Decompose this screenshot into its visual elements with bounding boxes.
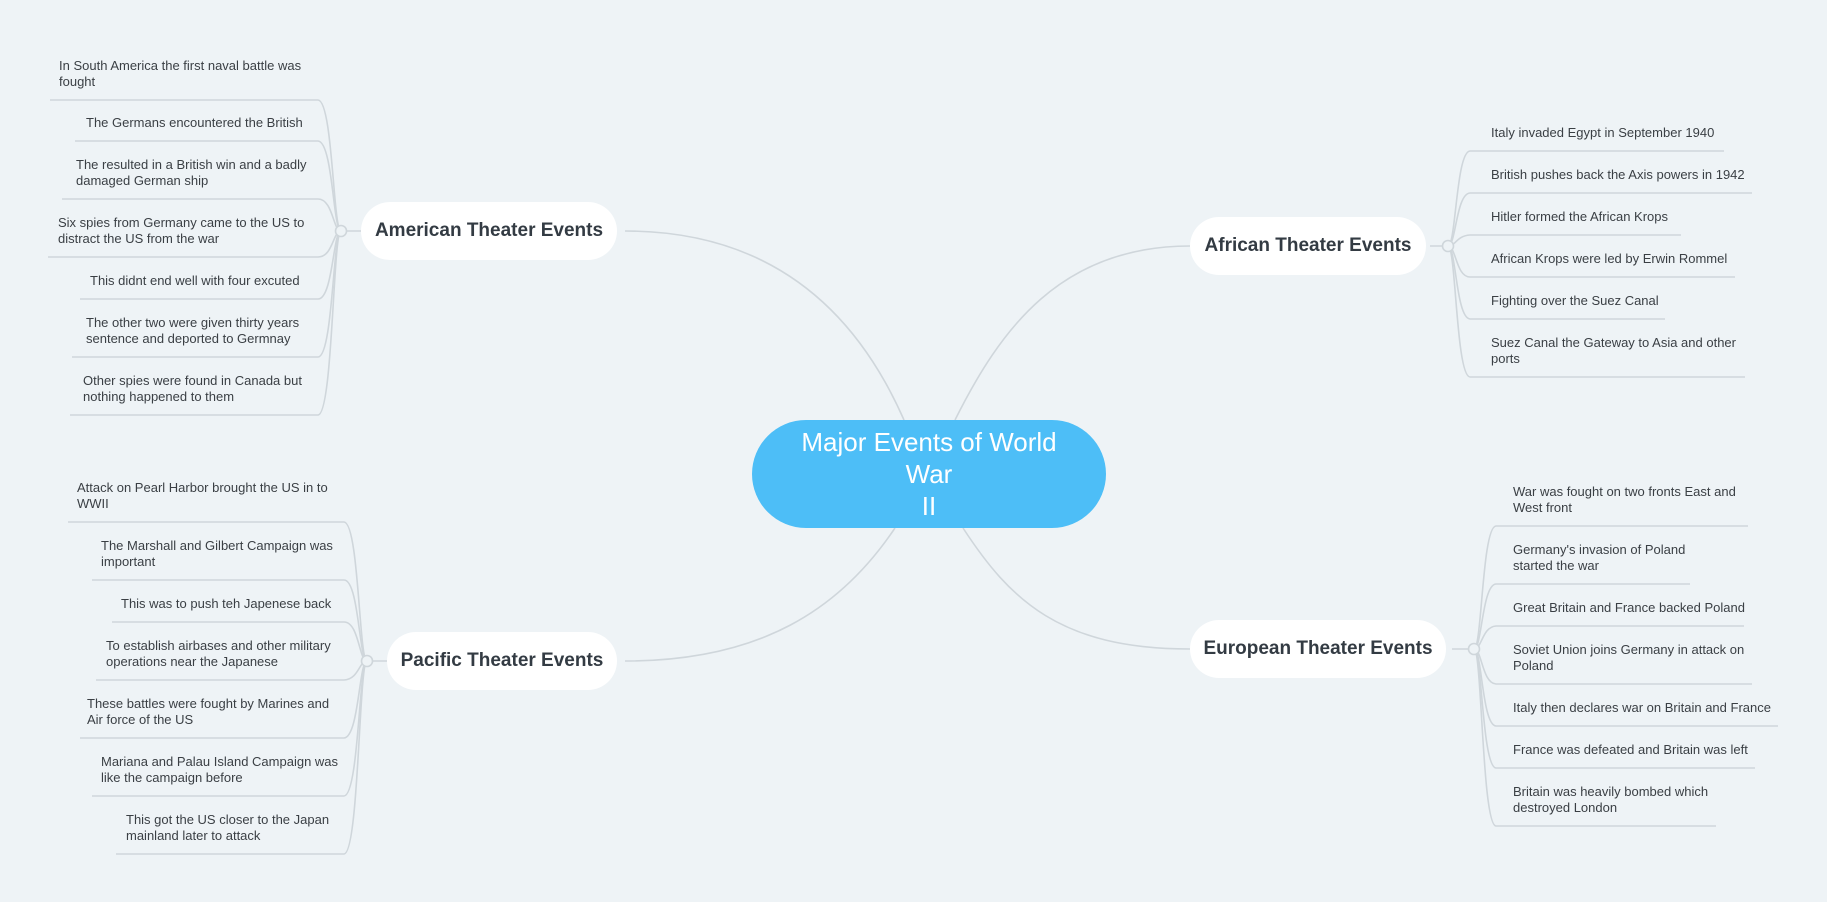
- leaf-african-5[interactable]: Fighting over the Suez Canal: [1491, 293, 1659, 308]
- branch-european-title: European Theater Events: [1203, 638, 1433, 659]
- branch-american[interactable]: American Theater Events: [361, 202, 617, 260]
- branch-american-title: American Theater Events: [374, 220, 604, 241]
- leaf-european-2[interactable]: Germany's invasion of Poland started the…: [1513, 542, 1686, 573]
- leaf-european-7[interactable]: Britain was heavily bombed which destroy…: [1513, 784, 1709, 815]
- leaf-pacific-2[interactable]: The Marshall and Gilbert Campaign was im…: [101, 538, 333, 569]
- branch-african-title: African Theater Events: [1204, 235, 1412, 256]
- branch-european[interactable]: European Theater Events: [1190, 620, 1446, 678]
- central-topic-line1: Major Events of World War: [801, 427, 1057, 489]
- leaf-african-1[interactable]: Italy invaded Egypt in September 1940: [1491, 125, 1715, 140]
- connector-root-european: [962, 527, 1191, 650]
- leaf-american-6[interactable]: The other two were given thirty years se…: [86, 315, 300, 346]
- leaf-african-2[interactable]: British pushes back the Axis powers in 1…: [1491, 167, 1745, 182]
- leaf-pacific-5[interactable]: These battles were fought by Marines and…: [87, 696, 330, 727]
- leaf-american-2[interactable]: The Germans encountered the British: [86, 115, 303, 130]
- connector-root-american: [624, 230, 905, 421]
- leaf-american-5[interactable]: This didnt end well with four excuted: [90, 273, 300, 288]
- branch-african[interactable]: African Theater Events: [1190, 217, 1426, 275]
- leaf-european-6[interactable]: France was defeated and Britain was left: [1513, 742, 1748, 757]
- leaf-european-4[interactable]: Soviet Union joins Germany in attack on …: [1513, 642, 1745, 673]
- connector-root-african: [954, 245, 1191, 421]
- central-topic-line2: II: [921, 491, 937, 521]
- central-topic[interactable]: Major Events of World War II: [752, 420, 1106, 528]
- leaf-pacific-7[interactable]: This got the US closer to the Japan main…: [126, 812, 330, 843]
- leaf-european-3[interactable]: Great Britain and France backed Poland: [1513, 600, 1745, 615]
- leaf-american-3[interactable]: The resulted in a British win and a badl…: [76, 157, 307, 188]
- leaf-european-1[interactable]: War was fought on two fronts East and We…: [1513, 484, 1736, 515]
- leaf-american-1[interactable]: In South America the first naval battle …: [59, 58, 302, 89]
- leaf-african-3[interactable]: Hitler formed the African Krops: [1491, 209, 1669, 224]
- leaf-pacific-6[interactable]: Mariana and Palau Island Campaign was li…: [101, 754, 339, 785]
- leaf-pacific-1[interactable]: Attack on Pearl Harbor brought the US in…: [77, 480, 328, 511]
- leaf-american-4[interactable]: Six spies from Germany came to the US to…: [58, 215, 305, 246]
- leaf-european-5[interactable]: Italy then declares war on Britain and F…: [1513, 700, 1771, 715]
- leaf-american-7[interactable]: Other spies were found in Canada but not…: [83, 373, 302, 404]
- leaf-pacific-4[interactable]: To establish airbases and other military…: [106, 638, 331, 669]
- connector-root-pacific: [624, 527, 896, 662]
- leaf-pacific-3[interactable]: This was to push teh Japenese back: [121, 596, 332, 611]
- branch-pacific-title: Pacific Theater Events: [400, 650, 604, 671]
- branch-pacific[interactable]: Pacific Theater Events: [387, 632, 617, 690]
- leaf-african-6[interactable]: Suez Canal the Gateway to Asia and other…: [1491, 335, 1736, 366]
- leaf-african-4[interactable]: African Krops were led by Erwin Rommel: [1491, 251, 1728, 266]
